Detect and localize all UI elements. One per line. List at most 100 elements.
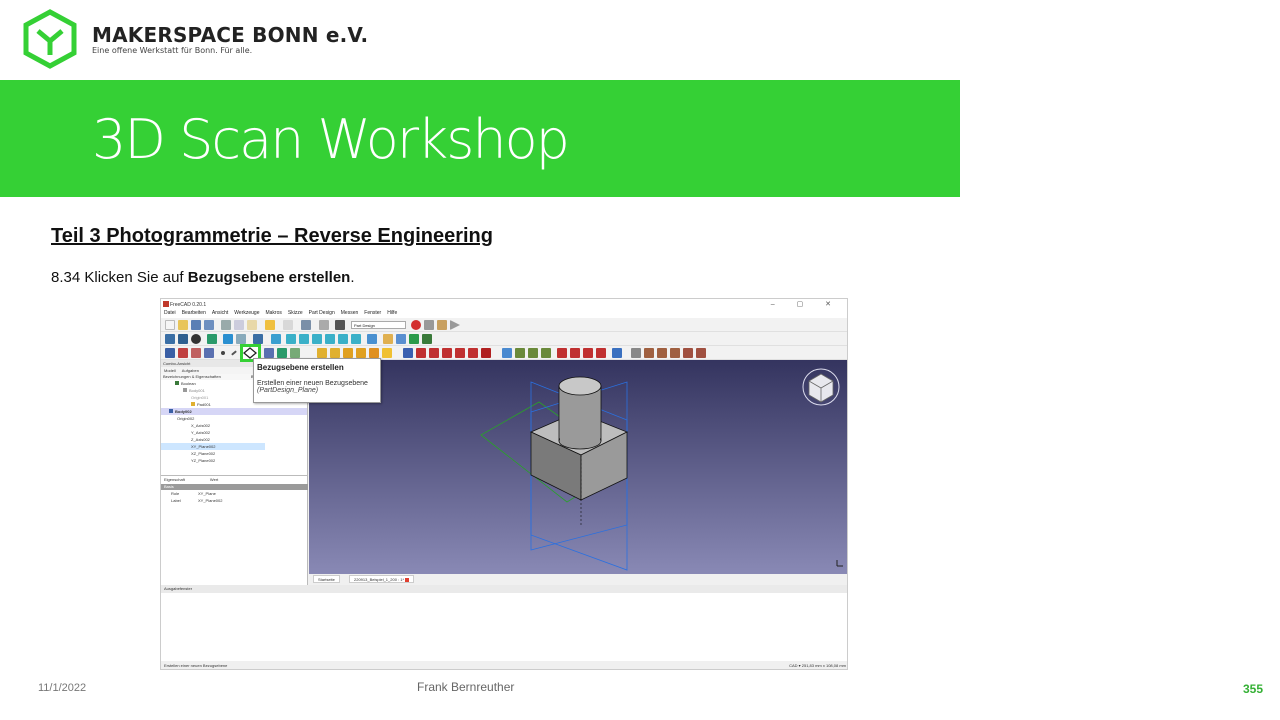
tab-aufgaben[interactable]: Aufgaben bbox=[181, 368, 199, 373]
polar-pattern-icon[interactable] bbox=[528, 348, 538, 358]
bottom-view-icon[interactable] bbox=[338, 334, 348, 344]
property-col-value[interactable]: Wert bbox=[209, 477, 219, 482]
forward-arrow-icon[interactable] bbox=[236, 334, 246, 344]
create-sketch-icon[interactable] bbox=[178, 348, 188, 358]
sprocket-icon[interactable] bbox=[631, 348, 641, 358]
menu-part-design[interactable]: Part Design bbox=[308, 310, 335, 316]
part-design-tools-icon[interactable] bbox=[696, 348, 706, 358]
menu-ansicht[interactable]: Ansicht bbox=[211, 310, 229, 316]
involute-gear-icon[interactable] bbox=[644, 348, 654, 358]
menu-hilfe[interactable]: Hilfe bbox=[387, 310, 398, 316]
front-view-icon[interactable] bbox=[286, 334, 296, 344]
additive-primitive-icon[interactable] bbox=[382, 348, 392, 358]
sub-shape-binder-icon[interactable] bbox=[264, 348, 274, 358]
fit-all-icon[interactable] bbox=[165, 334, 175, 344]
sync-view-icon[interactable] bbox=[207, 334, 217, 344]
groove-icon[interactable] bbox=[429, 348, 439, 358]
tree-item-yz-plane[interactable]: YZ_Plane002 bbox=[191, 458, 216, 463]
window-controls[interactable]: – ▢ ✕ bbox=[770, 301, 841, 308]
tree-item-origin002[interactable]: Origin002 bbox=[177, 416, 195, 421]
undo-icon[interactable] bbox=[265, 320, 275, 330]
record-macro-icon[interactable] bbox=[411, 320, 421, 330]
property-col-name[interactable]: Eigenschaft bbox=[164, 477, 185, 482]
pocket-icon[interactable] bbox=[403, 348, 413, 358]
local-cs-icon[interactable] bbox=[290, 348, 300, 358]
measure-icon[interactable] bbox=[367, 334, 377, 344]
pad-icon[interactable] bbox=[317, 348, 327, 358]
tree-item-xy-plane[interactable]: XY_Plane002 bbox=[161, 443, 265, 450]
std-views-icon[interactable] bbox=[253, 334, 263, 344]
part-design-misc-icon[interactable] bbox=[683, 348, 693, 358]
doc-tab-model[interactable]: 220913_Beispiel_1_200 : 1* bbox=[349, 575, 415, 583]
edit-macro-icon[interactable] bbox=[437, 320, 447, 330]
right-view-icon[interactable] bbox=[312, 334, 322, 344]
back-arrow-icon[interactable] bbox=[223, 334, 233, 344]
fit-selection-icon[interactable] bbox=[178, 334, 188, 344]
subtractive-pipe-icon[interactable] bbox=[455, 348, 465, 358]
datum-plane-button-highlight[interactable] bbox=[240, 344, 261, 362]
tree-item-origin001[interactable]: Origin001 bbox=[191, 395, 209, 400]
save-as-icon[interactable] bbox=[204, 320, 214, 330]
mirrored-icon[interactable] bbox=[502, 348, 512, 358]
tree-item-z-axis[interactable]: Z_Axis002 bbox=[191, 437, 210, 442]
draft-icon[interactable] bbox=[583, 348, 593, 358]
status-dimensions[interactable]: CAD ▾ 251,83 mm x 108,08 mm bbox=[789, 663, 846, 668]
navigation-cube-icon[interactable] bbox=[797, 364, 845, 410]
boolean-icon[interactable] bbox=[612, 348, 622, 358]
datum-point-icon[interactable] bbox=[221, 351, 225, 355]
save-icon[interactable] bbox=[191, 320, 201, 330]
property-group-basis[interactable]: Basis bbox=[161, 484, 308, 490]
part-icon[interactable] bbox=[383, 334, 393, 344]
body-icon[interactable] bbox=[165, 348, 175, 358]
shape-binder-icon[interactable] bbox=[204, 348, 214, 358]
whats-this-icon[interactable] bbox=[335, 320, 345, 330]
menu-fenster[interactable]: Fenster bbox=[364, 310, 382, 316]
thickness-icon[interactable] bbox=[596, 348, 606, 358]
helix-icon[interactable] bbox=[369, 348, 379, 358]
workbench-select[interactable]: Part Design bbox=[351, 321, 406, 329]
multitransform-icon[interactable] bbox=[541, 348, 551, 358]
isometric-icon[interactable] bbox=[271, 334, 281, 344]
clone-icon[interactable] bbox=[277, 348, 287, 358]
menu-messen[interactable]: Messen bbox=[340, 310, 359, 316]
rear-view-icon[interactable] bbox=[325, 334, 335, 344]
cut-icon[interactable] bbox=[221, 320, 231, 330]
subtractive-primitive-icon[interactable] bbox=[481, 348, 491, 358]
left-view-icon[interactable] bbox=[351, 334, 361, 344]
top-view-icon[interactable] bbox=[299, 334, 309, 344]
validate-sketch-icon[interactable] bbox=[191, 348, 201, 358]
tree-item-xz-plane[interactable]: XZ_Plane002 bbox=[191, 451, 216, 456]
tree-item-body002[interactable]: Body002 bbox=[161, 408, 307, 415]
run-macro-icon[interactable] bbox=[450, 320, 460, 330]
draw-style-icon[interactable] bbox=[191, 334, 201, 344]
group-icon[interactable] bbox=[396, 334, 406, 344]
menu-werkzeuge[interactable]: Werkzeuge bbox=[234, 310, 260, 316]
menu-makros[interactable]: Makros bbox=[265, 310, 282, 316]
chamfer-icon[interactable] bbox=[570, 348, 580, 358]
redo-icon[interactable] bbox=[283, 320, 293, 330]
fillet-icon[interactable] bbox=[557, 348, 567, 358]
menu-skizze[interactable]: Skizze bbox=[287, 310, 303, 316]
loft-icon[interactable] bbox=[343, 348, 353, 358]
tree-item-boolean[interactable]: Boolean bbox=[161, 380, 307, 387]
pipe-icon[interactable] bbox=[356, 348, 366, 358]
open-folder-icon[interactable] bbox=[178, 320, 188, 330]
gear-icon[interactable] bbox=[670, 348, 680, 358]
refresh-icon[interactable] bbox=[301, 320, 311, 330]
menu-bearbeiten[interactable]: Bearbeiten bbox=[181, 310, 206, 316]
recompute-icon[interactable] bbox=[319, 320, 329, 330]
linear-pattern-icon[interactable] bbox=[515, 348, 525, 358]
new-file-icon[interactable] bbox=[165, 320, 175, 330]
doc-tab-start[interactable]: Startseite bbox=[313, 575, 340, 583]
menu-datei[interactable]: Datei bbox=[164, 310, 176, 316]
subtractive-loft-icon[interactable] bbox=[442, 348, 452, 358]
tree-item-x-axis[interactable]: X_Axis002 bbox=[191, 423, 211, 428]
tree-item-pad001[interactable]: Pad001 bbox=[161, 401, 307, 408]
hole-icon[interactable] bbox=[416, 348, 426, 358]
datum-line-icon[interactable] bbox=[231, 350, 237, 356]
link-actions-icon[interactable] bbox=[422, 334, 432, 344]
revolution-icon[interactable] bbox=[330, 348, 340, 358]
close-icon[interactable] bbox=[405, 577, 410, 582]
